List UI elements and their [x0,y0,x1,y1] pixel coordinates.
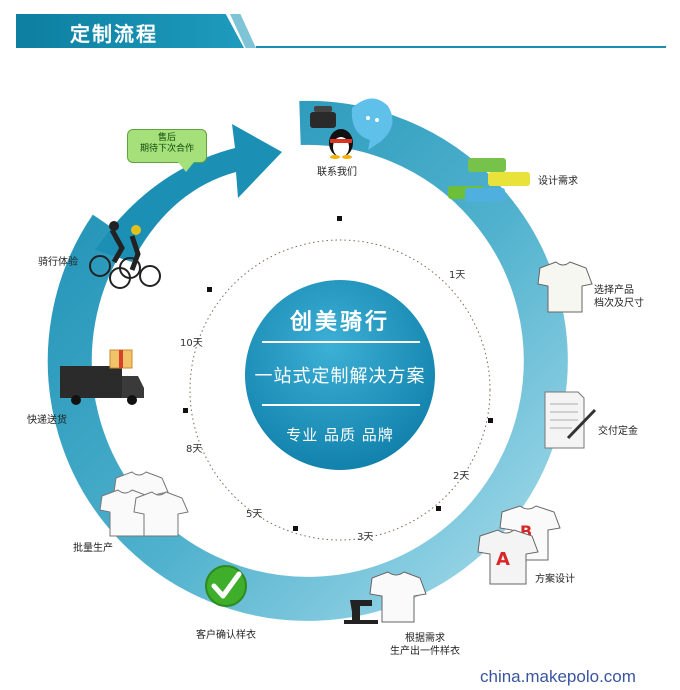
design-ab-jersey-icon: B A [477,505,561,585]
timeline-marker [183,408,188,413]
header-bar [16,14,244,48]
check-icon [205,565,247,607]
step-label-design-request: 设计需求 [538,176,578,187]
timeline-marker [488,418,493,423]
step-label-select-product: 选择产品 档次及尺寸 [594,285,644,309]
svg-text:A: A [496,549,510,570]
process-arrow [95,124,282,262]
timeline-marker [293,526,298,531]
timeline-circle [189,239,491,541]
day-label-5: 5天 [246,509,263,520]
timeline-marker [436,506,441,511]
timeline-marker [337,216,342,221]
day-label-3: 3天 [357,532,374,543]
qq-penguin-icon [329,129,353,159]
delivery-truck-icon [60,349,144,405]
section-title: 定制流程 [70,22,158,46]
step-label-confirm-sample: 客户确认样衣 [196,630,256,641]
day-label-8: 8天 [186,444,203,455]
step-label-batch-production: 批量生产 [73,543,113,554]
batch-jerseys-icon [99,471,189,537]
watermark: china.makepolo.com [480,667,636,686]
step-label-deposit: 交付定金 [598,426,638,437]
contract-document-icon [544,391,597,449]
center-disk [245,280,435,470]
day-label-10: 10天 [180,338,203,349]
center-brand: 创美骑行 [289,310,390,335]
jersey-icon [537,261,593,313]
step-label-ride-experience: 骑行体验 [38,257,78,268]
step-label-scheme-design: 方案设计 [535,574,575,585]
timeline-marker [207,287,212,292]
center-tagline: 一站式定制解决方案 [254,366,426,387]
after-sales-bubble: 售后 期待下次合作 [127,129,207,172]
day-label-2: 2天 [453,471,470,482]
center-values: 专业 品质 品牌 [286,426,394,444]
step-label-sample: 根据需求 生产出一件样衣 [390,633,460,657]
step-label-contact: 联系我们 [317,167,357,178]
cyclists-icon [89,221,161,289]
after-sales-text: 售后 期待下次合作 [139,133,194,154]
section-header: 定制流程 [16,14,666,50]
sewing-sample-icon [344,571,427,624]
phone-icon [310,106,336,128]
chat-bubble-icon [351,98,393,150]
day-label-1: 1天 [449,270,466,281]
header-underline [256,46,666,48]
speech-bubbles-icon [448,158,530,202]
step-label-shipping: 快递送货 [27,415,67,426]
